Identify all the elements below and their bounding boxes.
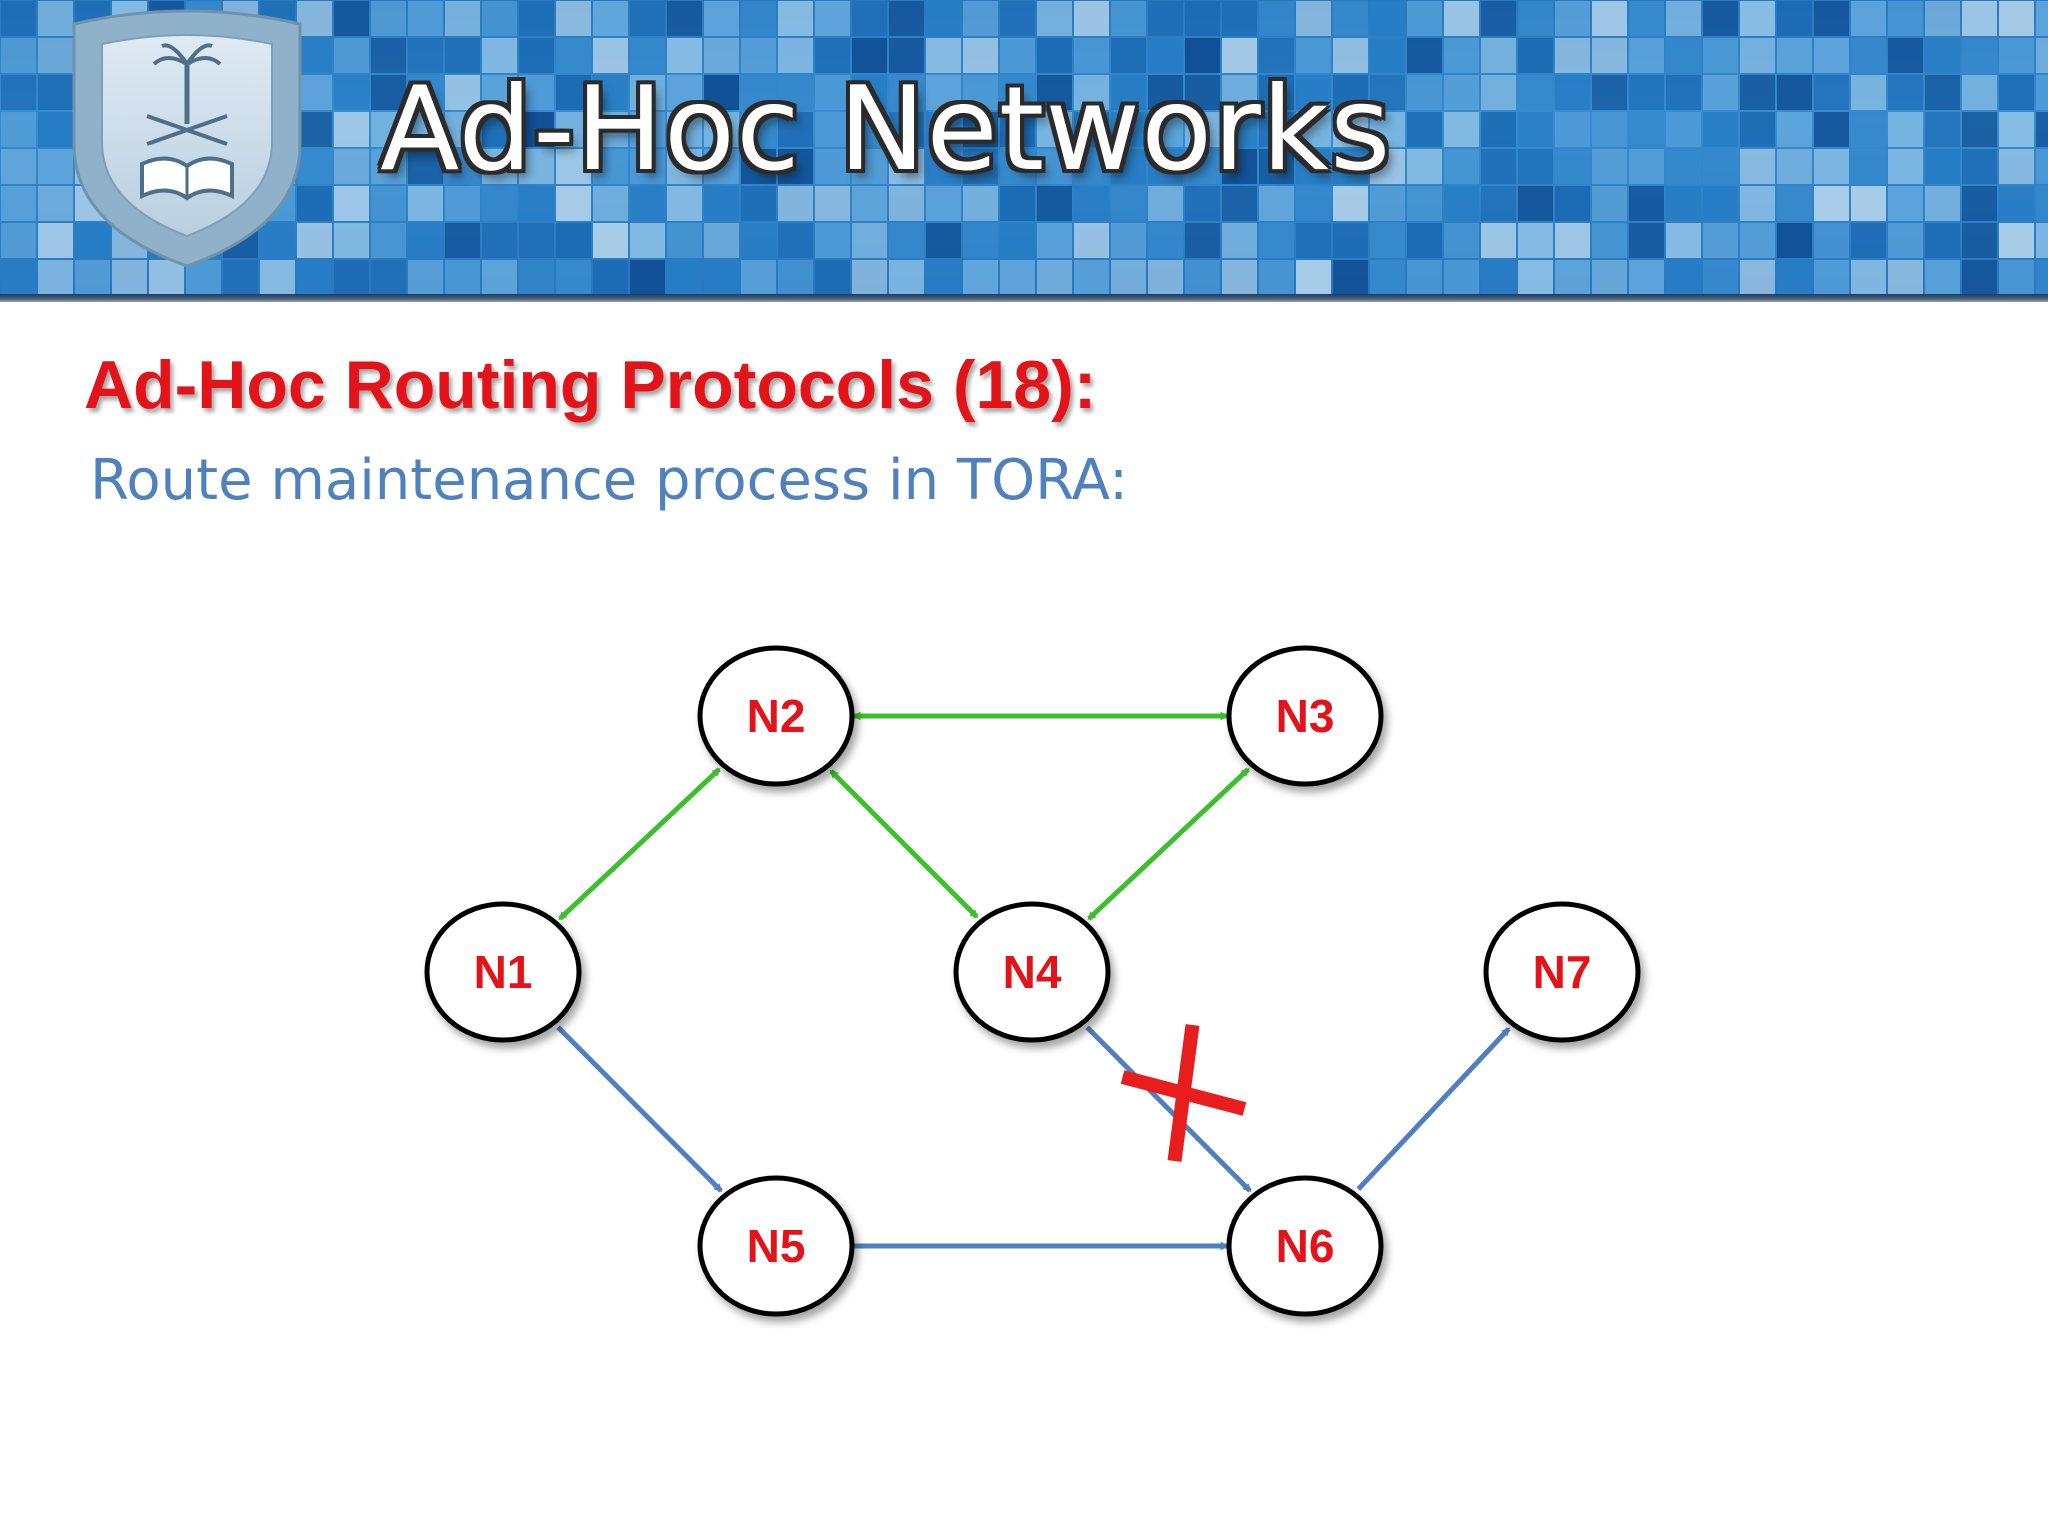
link-break-mark (1120, 1024, 1247, 1162)
node-n5: N5 (697, 1175, 855, 1317)
edge-n2-n4 (829, 769, 979, 919)
node-n3: N3 (1226, 645, 1384, 787)
node-n2: N2 (697, 645, 855, 787)
slide-heading: Ad-Hoc Routing Protocols (18): (84, 347, 1097, 423)
node-label-n2: N2 (747, 690, 806, 742)
university-seal-icon (72, 9, 302, 268)
edge-n1-n5 (556, 1025, 723, 1193)
node-n7: N7 (1483, 901, 1641, 1043)
edges-layer (556, 711, 1511, 1251)
edge-n6-n7 (1356, 1027, 1511, 1191)
edge-n3-n4 (1087, 767, 1250, 921)
node-n6: N6 (1226, 1175, 1384, 1317)
slide-subheading: Route maintenance process in TORA: (90, 448, 1128, 513)
node-label-n1: N1 (474, 946, 533, 998)
node-label-n3: N3 (1276, 690, 1335, 742)
edge-n4-n6 (1085, 1025, 1252, 1193)
break-layer (1120, 1024, 1247, 1162)
node-label-n5: N5 (747, 1220, 806, 1272)
node-label-n7: N7 (1533, 946, 1592, 998)
node-n1: N1 (424, 901, 582, 1043)
header-divider (0, 294, 2048, 302)
header-title: Ad-Hoc Networks (380, 62, 1392, 197)
node-n4: N4 (953, 901, 1111, 1043)
edge-n1-n2 (558, 767, 721, 921)
header-banner: Ad-Hoc Networks (0, 0, 2048, 296)
node-label-n4: N4 (1003, 946, 1062, 998)
node-label-n6: N6 (1276, 1220, 1335, 1272)
